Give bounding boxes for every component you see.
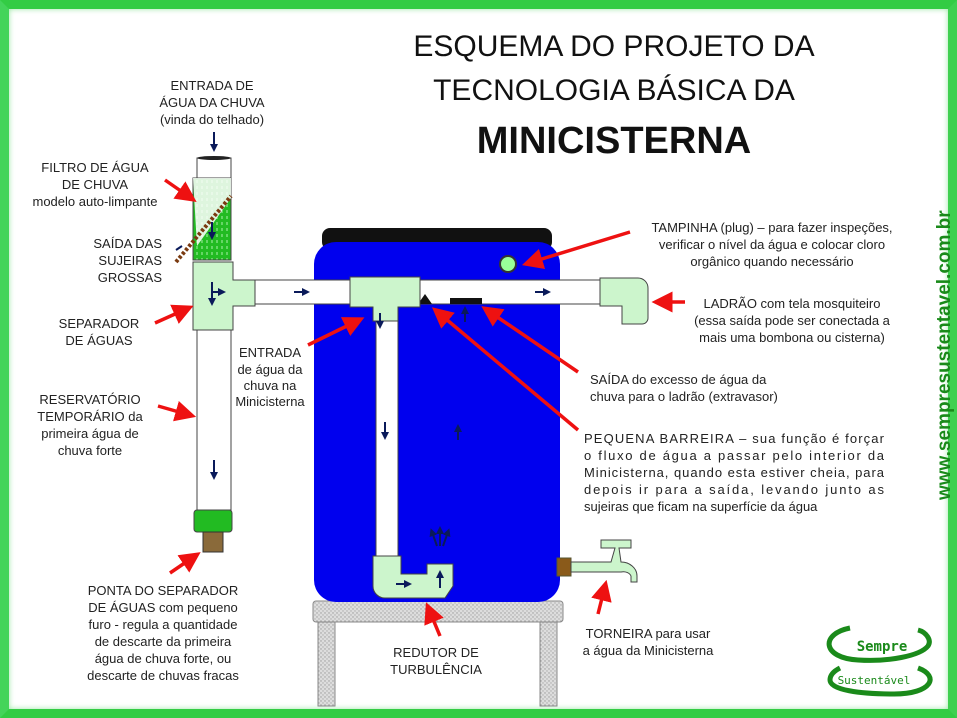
label-filter: FILTRO DE ÁGUA DE CHUVA modelo auto-limp…	[32, 160, 157, 209]
svg-text:a água da Minicisterna: a água da Minicisterna	[583, 643, 715, 658]
label-overflow: LADRÃO com tela mosquiteiro (essa saída …	[694, 296, 891, 345]
svg-text:DE CHUVA: DE CHUVA	[62, 177, 129, 192]
label-excess-exit: SAÍDA do excesso de água da chuva para o…	[590, 372, 778, 404]
svg-text:SAÍDA do excesso de água da: SAÍDA do excesso de água da	[590, 372, 767, 387]
sempre-sustentavel-logo: Sempre Sustentável	[826, 625, 933, 697]
label-separator: SEPARADOR DE ÁGUAS	[59, 316, 140, 348]
svg-text:mais uma bombona ou cisterna): mais uma bombona ou cisterna)	[699, 330, 885, 345]
svg-text:primeira água de: primeira água de	[41, 426, 139, 441]
label-barrier: PEQUENA BARREIRA – sua função é forçar o…	[584, 431, 885, 514]
svg-text:sujeiras que ficam na superfíc: sujeiras que ficam na superfície da água	[584, 499, 818, 514]
label-plug: TAMPINHA (plug) – para fazer inspeções, …	[651, 220, 892, 269]
svg-text:modelo auto-limpante: modelo auto-limpante	[32, 194, 157, 209]
label-rain-inlet: ENTRADA DE ÁGUA DA CHUVA (vinda do telha…	[159, 78, 265, 127]
svg-text:TEMPORÁRIO da: TEMPORÁRIO da	[37, 409, 143, 424]
svg-text:descarte de chuvas fracas: descarte de chuvas fracas	[87, 668, 239, 683]
svg-text:SEPARADOR: SEPARADOR	[59, 316, 140, 331]
label-tank-inlet: ENTRADA de água da chuva na Minicisterna	[235, 345, 305, 409]
svg-text:REDUTOR DE: REDUTOR DE	[393, 645, 479, 660]
svg-text:LADRÃO com tela mosquiteiro: LADRÃO com tela mosquiteiro	[703, 296, 880, 311]
label-tap: TORNEIRA para usar a água da Minicistern…	[583, 626, 715, 658]
down-pipe	[375, 320, 399, 562]
svg-text:Minicisterna: Minicisterna	[235, 394, 305, 409]
svg-text:Sempre: Sempre	[857, 639, 908, 655]
svg-text:TAMPINHA (plug) – para fazer i: TAMPINHA (plug) – para fazer inspeções,	[651, 220, 892, 235]
svg-text:de água da: de água da	[237, 362, 303, 377]
svg-text:chuva para o ladrão (extravaso: chuva para o ladrão (extravasor)	[590, 389, 778, 404]
svg-text:(vinda do telhado): (vinda do telhado)	[160, 112, 264, 127]
svg-text:furo - regula a quantidade: furo - regula a quantidade	[89, 617, 238, 632]
label-turbulence-reducer: REDUTOR DE TURBULÊNCIA	[390, 645, 482, 677]
svg-text:GROSSAS: GROSSAS	[98, 270, 163, 285]
svg-text:SUJEIRAS: SUJEIRAS	[98, 253, 162, 268]
tap	[556, 539, 638, 583]
svg-text:ENTRADA: ENTRADA	[239, 345, 301, 360]
label-reservoir: RESERVATÓRIO TEMPORÁRIO da primeira água…	[37, 392, 143, 458]
svg-text:água de chuva forte, ou: água de chuva forte, ou	[95, 651, 232, 666]
svg-text:DE ÁGUAS: DE ÁGUAS	[65, 333, 133, 348]
svg-text:RESERVATÓRIO: RESERVATÓRIO	[39, 392, 140, 407]
svg-text:Minicisterna, quando esta esti: Minicisterna, quando esta estiver cheia,…	[584, 465, 885, 480]
barrier	[418, 294, 432, 304]
svg-text:TORNEIRA para usar: TORNEIRA para usar	[586, 626, 711, 641]
svg-text:FILTRO DE ÁGUA: FILTRO DE ÁGUA	[41, 160, 149, 175]
pointer-arrows	[154, 178, 685, 637]
title-line-2: TECNOLOGIA BÁSICA DA	[433, 74, 795, 107]
svg-text:chuva na: chuva na	[244, 378, 298, 393]
svg-text:TURBULÊNCIA: TURBULÊNCIA	[390, 662, 482, 677]
svg-text:ÁGUA DA CHUVA: ÁGUA DA CHUVA	[159, 95, 265, 110]
svg-text:Sustentável: Sustentável	[838, 674, 911, 687]
label-separator-tip: PONTA DO SEPARADOR DE ÁGUAS com pequeno …	[87, 583, 239, 683]
svg-text:de descarte da primeira: de descarte da primeira	[95, 634, 232, 649]
svg-text:ENTRADA DE: ENTRADA DE	[170, 78, 253, 93]
website-url: www.sempresustentavel.com.br	[934, 210, 955, 501]
overflow-elbow	[599, 277, 649, 325]
svg-text:(essa saída pode ser conectada: (essa saída pode ser conectada a	[694, 313, 891, 328]
svg-text:o fluxo de água a passar pelo: o fluxo de água a passar pelo interior d…	[584, 448, 885, 463]
svg-text:PONTA DO SEPARADOR: PONTA DO SEPARADOR	[88, 583, 239, 598]
svg-text:chuva forte: chuva forte	[58, 443, 122, 458]
title-line-3: MINICISTERNA	[477, 120, 751, 162]
svg-text:SAÍDA DAS: SAÍDA DAS	[93, 236, 162, 251]
svg-text:depois ir para a saída, levand: depois ir para a saída, levando junto as	[584, 482, 885, 497]
plug-icon	[499, 255, 517, 273]
first-flush-separator	[174, 156, 256, 553]
flow-arrows	[175, 132, 551, 588]
title-line-1: ESQUEMA DO PROJETO DA	[413, 30, 814, 63]
svg-text:orgânico quando necessário: orgânico quando necessário	[690, 254, 853, 269]
svg-text:DE ÁGUAS com pequeno: DE ÁGUAS com pequeno	[88, 600, 238, 615]
overflow-exit	[450, 298, 482, 304]
label-debris-exit: SAÍDA DAS SUJEIRAS GROSSAS	[93, 236, 162, 285]
turbulence-reducer	[372, 555, 454, 599]
svg-text:verificar o nível da água e co: verificar o nível da água e colocar clor…	[659, 237, 885, 252]
svg-text:PEQUENA BARREIRA – sua função: PEQUENA BARREIRA – sua função é forçar	[584, 431, 885, 446]
